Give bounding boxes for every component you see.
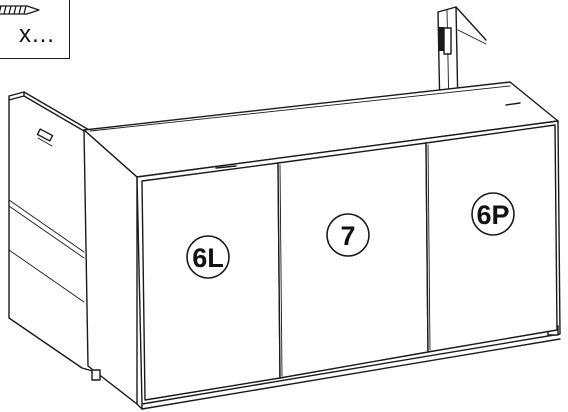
door-left [141,162,281,401]
door-right [425,124,558,353]
svg-text:6L: 6L [192,243,224,273]
svg-text:6P: 6P [476,200,509,230]
label-6p: 6P [471,192,515,236]
door-middle [277,142,429,379]
left-side-panel [8,91,97,373]
hardware-quantity-box: x… [0,0,70,59]
quantity-label: x… [19,21,55,48]
label-7: 7 [326,213,370,257]
hinge-marks [215,102,521,169]
screw-icon [0,5,40,15]
label-6l: 6L [186,235,230,279]
svg-text:7: 7 [340,221,355,251]
